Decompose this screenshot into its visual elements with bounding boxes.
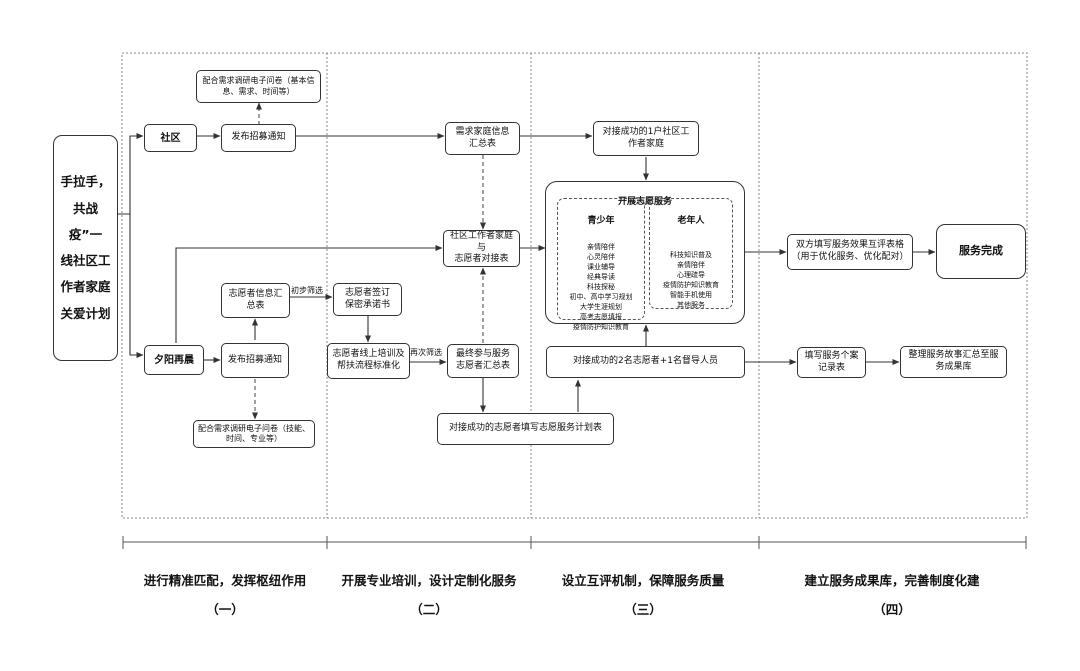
column-heading-2: 开展专业培训，设计定制化服务 （二） [309,570,549,618]
elder-service-item: 智能手机使用 [670,290,712,299]
column-bracket [122,536,1027,549]
column-heading-2-num: （二） [410,602,448,617]
publish-notice-community: 发布招募通知 [221,124,296,152]
elder-service-item: 亲情陪伴 [677,261,705,269]
story-archive-node: 整理服务故事汇总至服 务成果库 [900,346,1007,378]
matching-table: 社区工作者家庭与 志愿者对接表 [443,230,520,267]
elder-service-item: 心理疏导 [677,270,705,279]
column-heading-4-num: （四） [873,602,911,617]
elders-node: 夕阳再晨 [144,345,204,375]
elder-title: 老年人 [677,215,705,226]
elder-group: 老年人 科技知识普及亲情陪伴心理疏导疫情防护知识教育智能手机使用其他服务 [649,198,733,309]
column-heading-3-num: （三） [624,602,662,617]
matched-family-node: 对接成功的1户社区工 作者家庭 [593,121,699,156]
youth-service-item: 课业辅导 [587,262,615,271]
column-heading-1-title: 进行精准匹配，发挥枢纽作用 [143,573,307,588]
youth-service-item: 大学生涯规划 [580,302,622,311]
family-needs-table: 需求家庭信息 汇总表 [445,122,520,155]
column-heading-2-title: 开展专业培训，设计定制化服务 [341,573,517,588]
youth-service-item: 经典导读 [587,272,615,281]
column-frame [121,52,1028,519]
youth-items: 亲情陪伴心灵陪伴课业辅导经典导读科技探秘初中、高中学习规划大学生涯规划高考志愿填… [558,243,644,332]
column-heading-1: 进行精准匹配，发挥枢纽作用 （一） [105,570,345,618]
sign-promise-node: 志愿者签订 保密承诺书 [333,283,402,316]
online-training-node: 志愿者线上培训及 帮扶流程标准化 [327,343,410,379]
column-heading-4-title: 建立服务成果库，完善制度化建 [804,573,980,588]
initial-screen-label: 初步筛选 [291,286,323,295]
elder-service-item: 科技知识普及 [670,251,712,260]
service-done-node: 服务完成 [936,224,1026,279]
questionnaire-community: 配合需求调研电子问卷（基本信 息、需求、时间等） [196,70,321,103]
service-plan-form: 对接成功的志愿者填写志愿服务计划表 [437,413,614,445]
volunteer-info-table: 志愿者信息汇 总表 [221,283,290,318]
elder-service-item: 疫情防护知识教育 [663,280,719,289]
youth-service-item: 亲情陪伴 [587,243,615,252]
youth-service-item: 疫情防护知识教育 [573,322,629,331]
column-heading-3-title: 设立互评机制，保障服务质量 [561,573,725,588]
column-heading-1-num: （一） [206,602,244,617]
youth-service-item: 科技探秘 [587,282,615,291]
final-volunteers-table: 最终参与服务 志愿者汇总表 [447,344,519,378]
rescreen-label: 再次筛选 [410,348,442,357]
publish-notice-volunteer: 发布招募通知 [221,343,289,378]
column-heading-3: 设立互评机制，保障服务质量 （三） [523,570,763,618]
youth-service-item: 初中、高中学习规划 [569,292,633,301]
volunteer-service-panel: 开展志愿服务 青少年 亲情陪伴心灵陪伴课业辅导经典导读科技探秘初中、高中学习规划… [545,181,745,331]
youth-service-item: 心灵陪伴 [587,253,615,261]
service-title: 开展志愿服务 [617,196,672,207]
elder-service-item: 其他服务 [677,300,705,309]
community-node: 社区 [144,124,197,152]
questionnaire-volunteer: 配合需求调研电子问卷（技能、 时间、专业等） [193,420,315,448]
youth-service-item: 高考志愿填报 [580,312,622,321]
main-title: 手拉手， 共战疫”一 线社区工 作者家庭 关爱计划 [53,135,118,361]
case-record-form: 填写服务个案 记录表 [797,347,866,378]
youth-title: 青少年 [587,215,615,226]
column-heading-4: 建立服务成果库，完善制度化建 （四） [772,570,1012,618]
elder-items: 科技知识普及亲情陪伴心理疏导疫情防护知识教育智能手机使用其他服务 [650,251,732,311]
youth-group: 青少年 亲情陪伴心灵陪伴课业辅导经典导读科技探秘初中、高中学习规划大学生涯规划高… [557,198,645,331]
matched-volunteers-node: 对接成功的2名志愿者+1名督导人员 [546,346,745,378]
evaluation-form: 双方填写服务效果互评表格 （用于优化服务、优化配对） [787,234,913,270]
